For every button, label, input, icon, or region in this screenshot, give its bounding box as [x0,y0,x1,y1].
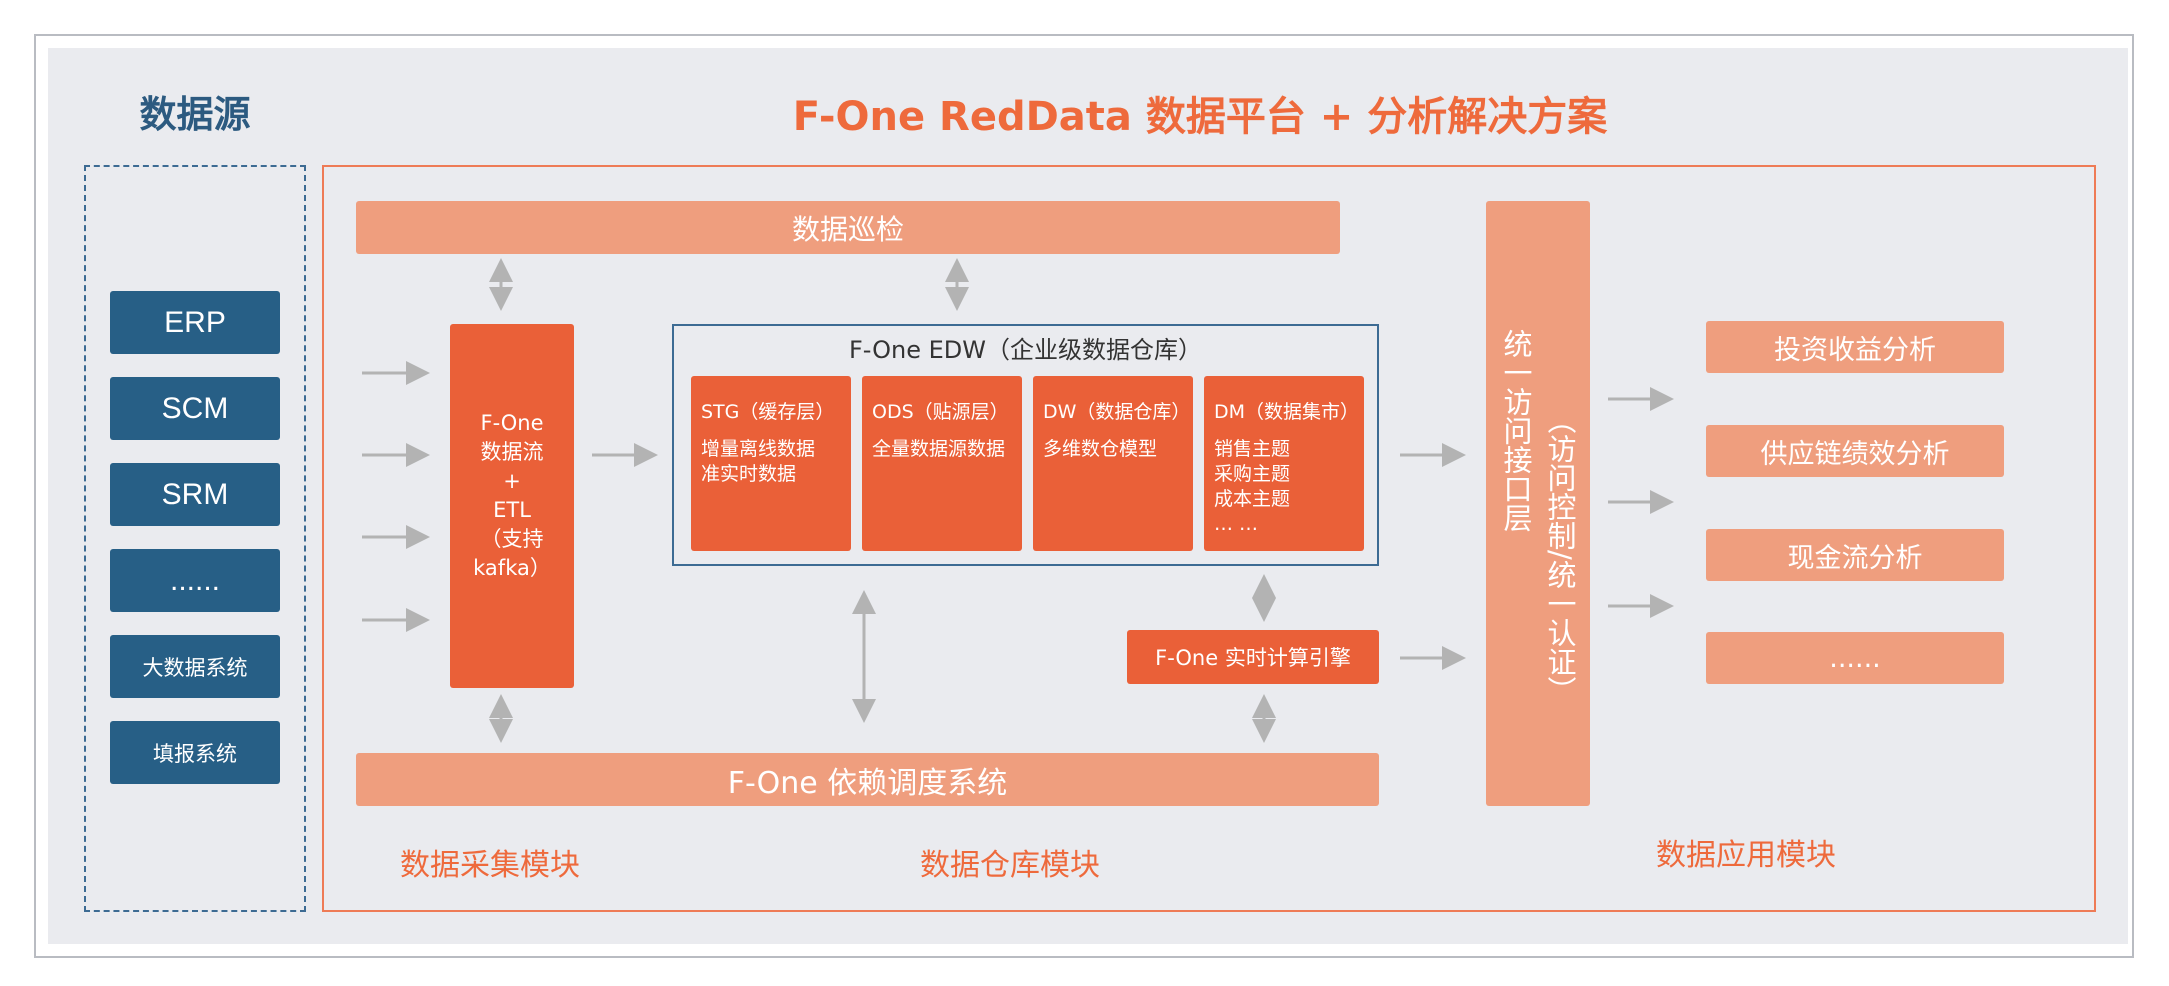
edw-dw-cell: DW（数据仓库） 多维数仓模型 [1033,376,1193,551]
etl-line: 数据流 [480,440,544,464]
cell-heading: STG（缓存层） [701,401,835,423]
source-bigdata: 大数据系统 [110,635,280,698]
edw-dm-cell: DM（数据集市） 销售主题 采购主题 成本主题 … … [1204,376,1364,551]
cell-line: 多维数仓模型 [1043,438,1158,460]
etl-line: ETL [493,498,531,522]
cell-heading: ODS（贴源层） [872,401,1009,423]
etl-box: F-One 数据流 + ETL （支持 kafka） [450,324,574,688]
realtime-engine-box: F-One 实时计算引擎 [1127,630,1379,684]
source-srm: SRM [110,463,280,526]
cell-line: 准实时数据 [701,463,797,485]
interface-label: 统一访问接口层 [1499,329,1533,532]
app-investment-return: 投资收益分析 [1706,321,2004,373]
module-label-warehouse: 数据仓库模块 [920,848,1100,883]
source-title: 数据源 [139,93,251,136]
interface-sublabel: （访问控制/统一认证） [1543,405,1577,705]
main-title: F-One RedData 数据平台 + 分析解决方案 [792,94,1608,140]
cell-heading: DM（数据集市） [1214,401,1360,423]
module-label-application: 数据应用模块 [1656,838,1836,873]
edw-stg-cell: STG（缓存层） 增量离线数据 准实时数据 [691,376,851,551]
inspection-bar: 数据巡检 [356,201,1340,254]
platform-group [322,165,2096,912]
app-more: ...... [1706,632,2004,684]
cell-line: 成本主题 [1214,488,1291,510]
cell-heading: DW（数据仓库） [1043,401,1191,423]
app-supply-chain: 供应链绩效分析 [1706,425,2004,477]
edw-title: F-One EDW（企业级数据仓库） [848,336,1202,364]
source-fill-report: 填报系统 [110,721,280,784]
module-label-collection: 数据采集模块 [400,848,580,883]
cell-line: … … [1214,513,1259,535]
etl-line: （支持 [480,527,544,551]
etl-line: + [503,469,521,493]
cell-line: 采购主题 [1214,463,1291,485]
cell-line: 增量离线数据 [701,438,816,460]
interface-layer: 统一访问接口层 （访问控制/统一认证） [1486,201,1590,806]
cell-line: 销售主题 [1214,438,1291,460]
edw-ods-cell: ODS（贴源层） 全量数据源数据 [862,376,1022,551]
cell-line: 全量数据源数据 [872,438,1006,460]
source-more: ...... [110,549,280,612]
source-scm: SCM [110,377,280,440]
etl-line: kafka） [473,556,551,580]
source-erp: ERP [110,291,280,354]
data-source-group [84,165,306,912]
scheduler-bar: F-One 依赖调度系统 [356,753,1379,806]
etl-line: F-One [480,411,544,435]
app-cash-flow: 现金流分析 [1706,529,2004,581]
